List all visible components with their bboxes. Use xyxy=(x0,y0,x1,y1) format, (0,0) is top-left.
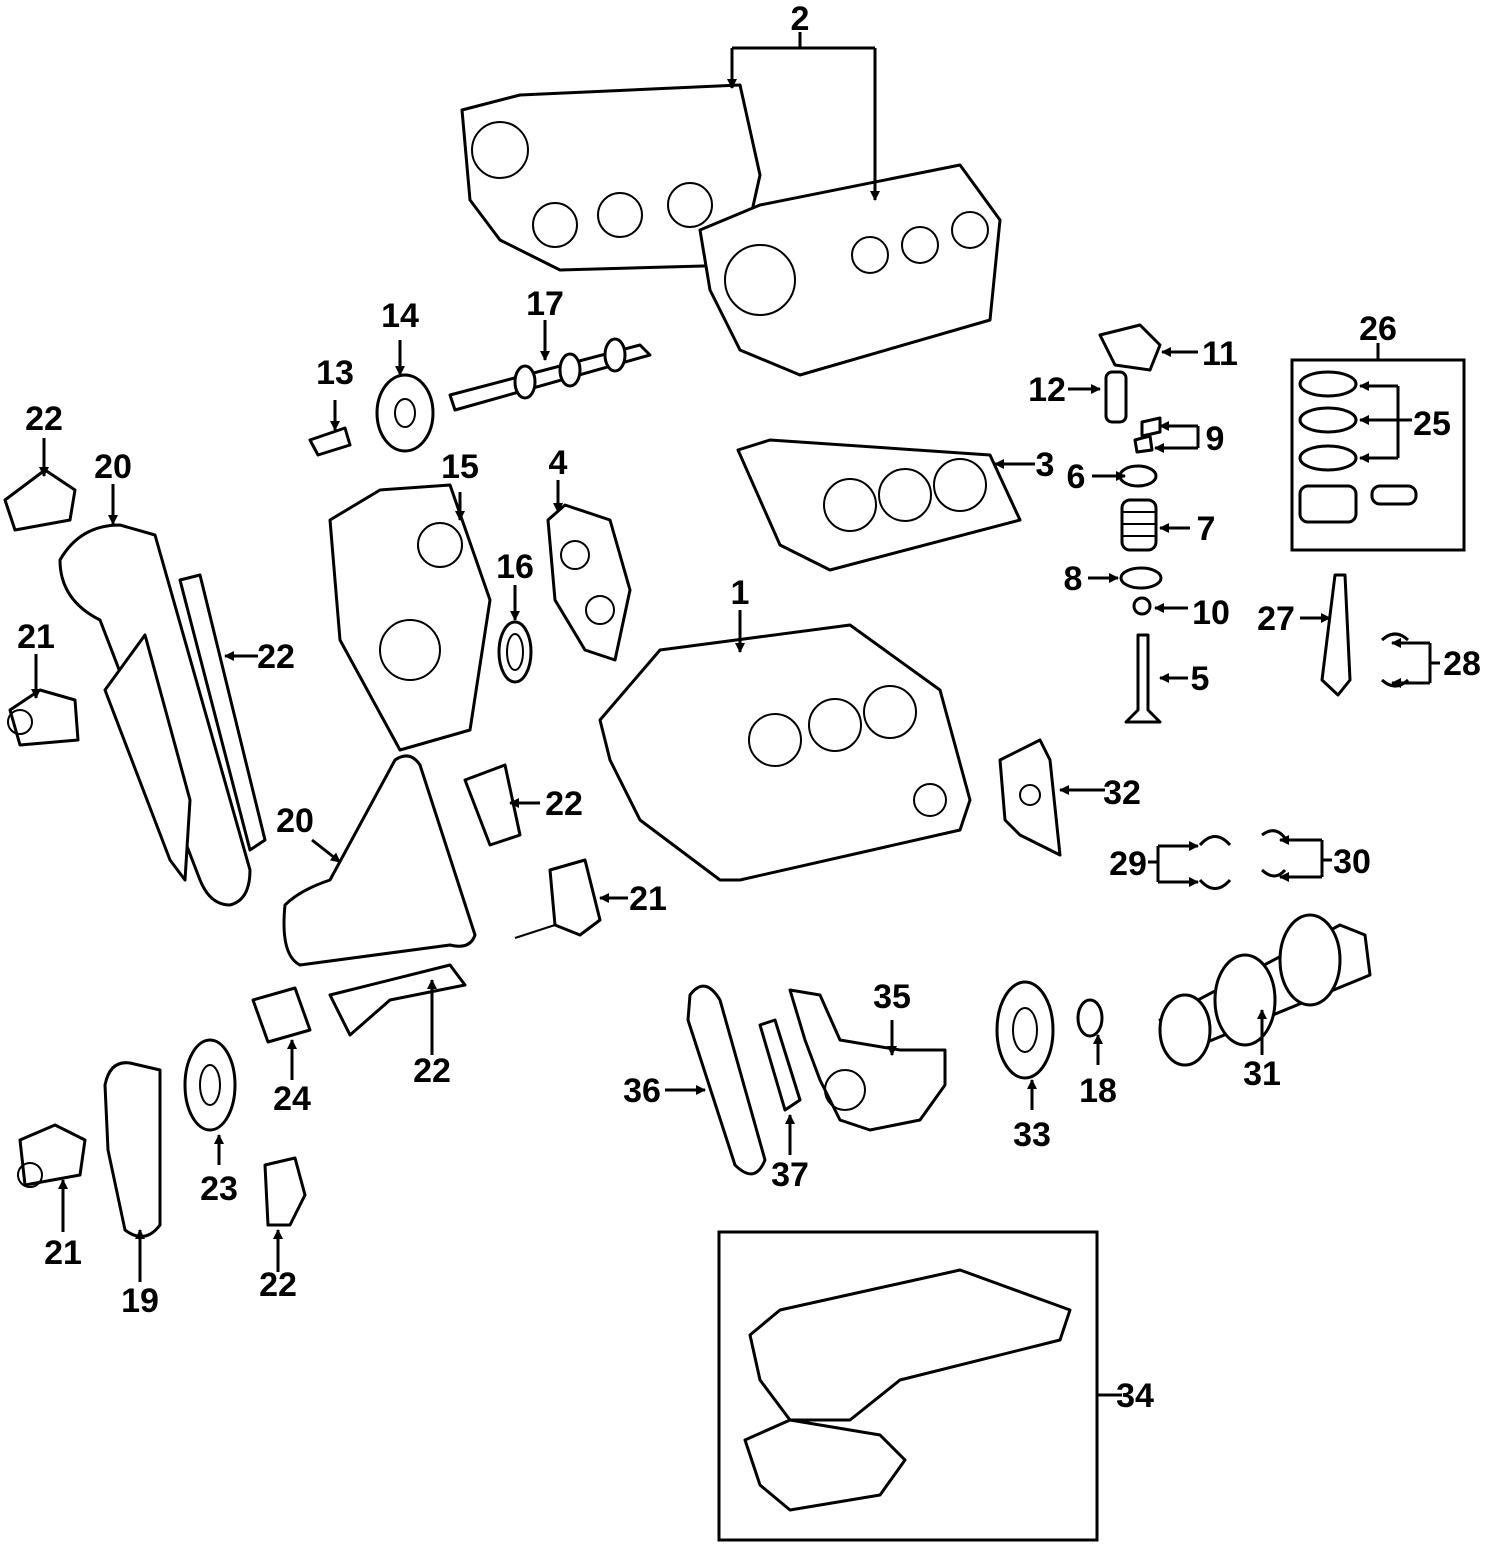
callout-9: 9 xyxy=(1206,420,1225,458)
leader-lines xyxy=(31,32,1440,1397)
callout-10: 10 xyxy=(1192,594,1230,632)
valve-seal xyxy=(1132,596,1152,616)
callout-16: 16 xyxy=(496,548,534,586)
callout-22-bottom-guide: 22 xyxy=(413,1052,451,1090)
oil-pan-lower xyxy=(743,1418,907,1512)
cylinder-head-right xyxy=(698,163,1002,377)
callout-3: 3 xyxy=(1036,446,1055,484)
crank-pulley xyxy=(995,980,1055,1080)
callout-4: 4 xyxy=(549,444,568,482)
callout-1: 1 xyxy=(731,574,750,612)
front-seal xyxy=(497,620,533,684)
crank-sprocket xyxy=(1076,998,1104,1038)
callout-37: 37 xyxy=(771,1156,809,1194)
callout-11: 11 xyxy=(1202,335,1238,373)
callout-29: 29 xyxy=(1109,845,1147,883)
tensioner-left xyxy=(7,688,80,747)
oil-pan-group-box xyxy=(717,1230,1099,1542)
callout-19: 19 xyxy=(121,1282,159,1320)
callout-8: 8 xyxy=(1064,560,1083,598)
callout-17: 17 xyxy=(526,285,564,323)
connecting-rod xyxy=(1320,573,1352,697)
oil-pump-tensioner xyxy=(758,1018,802,1112)
callout-33: 33 xyxy=(1013,1116,1051,1154)
callout-12: 12 xyxy=(1028,371,1066,409)
callout-22-top-left: 22 xyxy=(25,400,63,438)
valve xyxy=(1124,633,1162,724)
valve-spring xyxy=(1120,498,1158,552)
chain-guide-long xyxy=(178,573,267,852)
callout-30: 30 xyxy=(1333,843,1371,881)
callout-36: 36 xyxy=(623,1072,661,1110)
main-bearings xyxy=(1198,835,1232,890)
idler-sleeve xyxy=(251,986,312,1044)
callout-20-upper: 20 xyxy=(94,448,132,486)
callout-32: 32 xyxy=(1103,774,1141,812)
chain-guide-upper-left xyxy=(3,468,77,532)
head-gasket xyxy=(736,438,1022,572)
engine-block xyxy=(598,623,972,882)
callout-24: 24 xyxy=(273,1080,311,1118)
balance-chain xyxy=(103,1061,162,1238)
idler-gear xyxy=(183,1038,237,1132)
callout-23: 23 xyxy=(200,1170,238,1208)
spring-seat xyxy=(1119,566,1163,590)
callout-labels: 1 2 3 4 5 6 7 8 9 10 11 12 13 14 15 16 1… xyxy=(17,0,1481,1415)
callout-31: 31 xyxy=(1243,1055,1281,1093)
callout-28: 28 xyxy=(1443,645,1481,683)
oil-pump xyxy=(788,988,947,1132)
callout-27: 27 xyxy=(1257,600,1295,638)
lash-adjuster xyxy=(1104,370,1128,424)
valve-keepers xyxy=(1133,416,1162,454)
tensioner-rail-left xyxy=(103,633,192,882)
callout-6: 6 xyxy=(1067,458,1086,496)
callout-15: 15 xyxy=(441,448,479,486)
callout-21-left: 21 xyxy=(17,618,55,656)
piston-ring-kit xyxy=(1298,370,1418,524)
tensioner-right xyxy=(514,858,602,939)
callout-2: 2 xyxy=(791,0,810,38)
cover-gasket xyxy=(546,503,632,662)
thrust-washers xyxy=(1260,829,1287,878)
callout-14: 14 xyxy=(381,297,419,335)
callout-5: 5 xyxy=(1191,660,1210,698)
cam-sprocket xyxy=(375,373,435,453)
rocker-arm xyxy=(1098,323,1162,372)
callout-35: 35 xyxy=(873,978,911,1016)
callout-22-middle: 22 xyxy=(545,785,583,823)
callout-22-bottom-left: 22 xyxy=(259,1266,297,1304)
callout-21-right: 21 xyxy=(629,880,667,918)
timing-chain-lower xyxy=(282,754,477,967)
spring-retainer xyxy=(1118,464,1158,488)
callout-13: 13 xyxy=(316,354,354,392)
oil-pump-chain xyxy=(686,984,767,1176)
chain-guide-small xyxy=(463,763,522,847)
rear-cover xyxy=(998,738,1062,857)
oil-pan-upper xyxy=(748,1268,1072,1422)
callout-20-lower: 20 xyxy=(276,802,314,840)
callout-7: 7 xyxy=(1197,510,1216,548)
camshaft xyxy=(448,337,652,412)
callout-18: 18 xyxy=(1079,1072,1117,1110)
tensioner-bottom xyxy=(17,1123,87,1188)
callout-26: 26 xyxy=(1359,310,1397,348)
chain-guide-bottom-small xyxy=(263,1156,307,1227)
callout-22-guide: 22 xyxy=(257,638,295,676)
callout-25: 25 xyxy=(1413,405,1451,443)
callout-21-bottom: 21 xyxy=(44,1234,82,1272)
crankshaft xyxy=(1158,913,1372,1067)
timing-cover xyxy=(328,483,492,752)
callout-34: 34 xyxy=(1116,1377,1154,1415)
solenoid-bolt xyxy=(308,426,352,457)
chain-guide-bottom xyxy=(328,963,467,1037)
